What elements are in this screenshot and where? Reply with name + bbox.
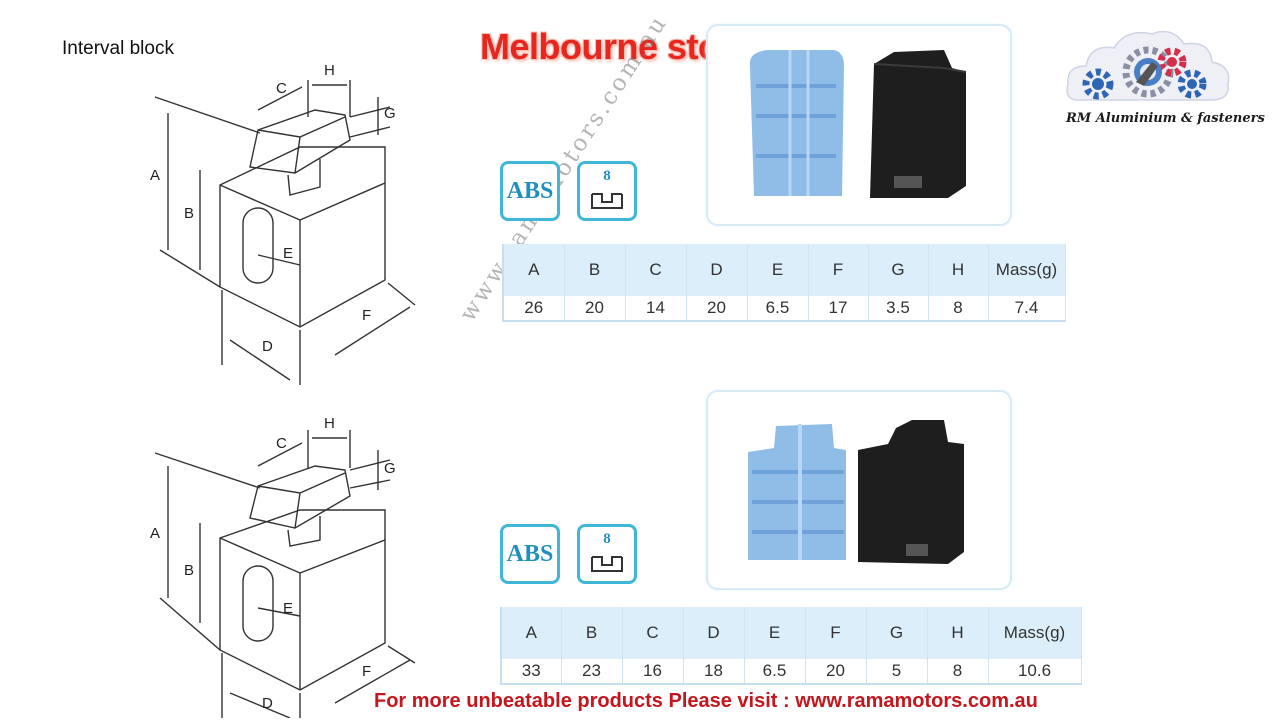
diagram-label-g: G [384, 460, 396, 477]
value-cell: 6.5 [744, 659, 806, 685]
header-cell: B [564, 244, 626, 296]
diagram-label-e: E [283, 245, 293, 262]
value-cell: 16 [622, 659, 684, 685]
value-cell: 6.5 [747, 296, 809, 322]
header-cell: A [502, 244, 565, 296]
diagram-label-b: B [184, 205, 194, 222]
spec-table-2: A B C D E F G H Mass(g) 33 23 16 18 6.5 … [500, 607, 1082, 685]
header-cell: Mass(g) [988, 244, 1066, 296]
value-cell: 8 [927, 659, 989, 685]
diagram-label-f: F [362, 307, 371, 324]
value-cell: 20 [686, 296, 748, 322]
diagram-label-b: B [184, 562, 194, 579]
product-photo-2 [706, 390, 1012, 590]
spec-table-1: A B C D E F G H Mass(g) 26 20 14 20 6.5 … [502, 244, 1066, 322]
header-cell: G [866, 607, 928, 659]
gears-cloud-logo-icon [1066, 30, 1230, 101]
technical-drawing-2: A B C D E F G H [150, 418, 416, 718]
header-cell: G [868, 244, 929, 296]
header-cell: C [622, 607, 684, 659]
diagram-label-d: D [262, 695, 273, 712]
slot-size-label: 8 [603, 168, 611, 184]
value-cell: 10.6 [988, 659, 1082, 685]
t-slot-icon [591, 556, 623, 572]
diagram-label-h: H [324, 62, 335, 79]
spec-value-row: 33 23 16 18 6.5 20 5 8 10.6 [500, 659, 1082, 685]
value-cell: 14 [625, 296, 687, 322]
value-cell: 3.5 [868, 296, 929, 322]
header-cell: F [808, 244, 869, 296]
header-cell: E [747, 244, 809, 296]
page-label: Interval block [62, 38, 174, 59]
diagram-label-d: D [262, 338, 273, 355]
header-cell: H [928, 244, 989, 296]
diagram-label-g: G [384, 105, 396, 122]
technical-drawing-1: A B C D E F G H [150, 62, 416, 385]
header-cell: D [686, 244, 748, 296]
header-cell: E [744, 607, 806, 659]
material-badge-1: ABS [500, 161, 560, 221]
spec-header-row: A B C D E F G H Mass(g) [500, 607, 1082, 659]
spec-value-row: 26 20 14 20 6.5 17 3.5 8 7.4 [502, 296, 1066, 322]
diagram-label-h: H [324, 418, 335, 432]
value-cell: 8 [928, 296, 989, 322]
value-cell: 33 [500, 659, 562, 685]
value-cell: 5 [866, 659, 928, 685]
header-cell: F [805, 607, 867, 659]
value-cell: 23 [561, 659, 623, 685]
value-cell: 18 [683, 659, 745, 685]
logo-text: RM Aluminium & fasteners [1066, 111, 1265, 126]
header-cell: C [625, 244, 687, 296]
diagram-label-a: A [150, 167, 160, 184]
slot-badge-2: 8 [577, 524, 637, 584]
value-cell: 26 [502, 296, 565, 322]
diagram-label-c: C [276, 435, 287, 452]
value-cell: 20 [805, 659, 867, 685]
slot-badge-1: 8 [577, 161, 637, 221]
header-cell: B [561, 607, 623, 659]
slot-size-label: 8 [603, 531, 611, 547]
value-cell: 17 [808, 296, 869, 322]
company-logo[interactable] [1060, 22, 1240, 134]
product-photo-1 [706, 24, 1012, 226]
header-cell: H [927, 607, 989, 659]
t-slot-icon [591, 193, 623, 209]
header-cell: Mass(g) [988, 607, 1082, 659]
header-cell: A [500, 607, 562, 659]
header-cell: D [683, 607, 745, 659]
spec-header-row: A B C D E F G H Mass(g) [502, 244, 1066, 296]
diagram-label-a: A [150, 525, 160, 542]
value-cell: 20 [564, 296, 626, 322]
interval-block-photo-1 [749, 50, 967, 198]
diagram-label-e: E [283, 600, 293, 617]
material-badge-2: ABS [500, 524, 560, 584]
diagram-label-f: F [362, 663, 371, 680]
interval-block-photo-2 [748, 420, 964, 564]
diagram-label-c: C [276, 80, 287, 97]
value-cell: 7.4 [988, 296, 1066, 322]
footer-promo-link[interactable]: For more unbeatable products Please visi… [374, 690, 1038, 712]
